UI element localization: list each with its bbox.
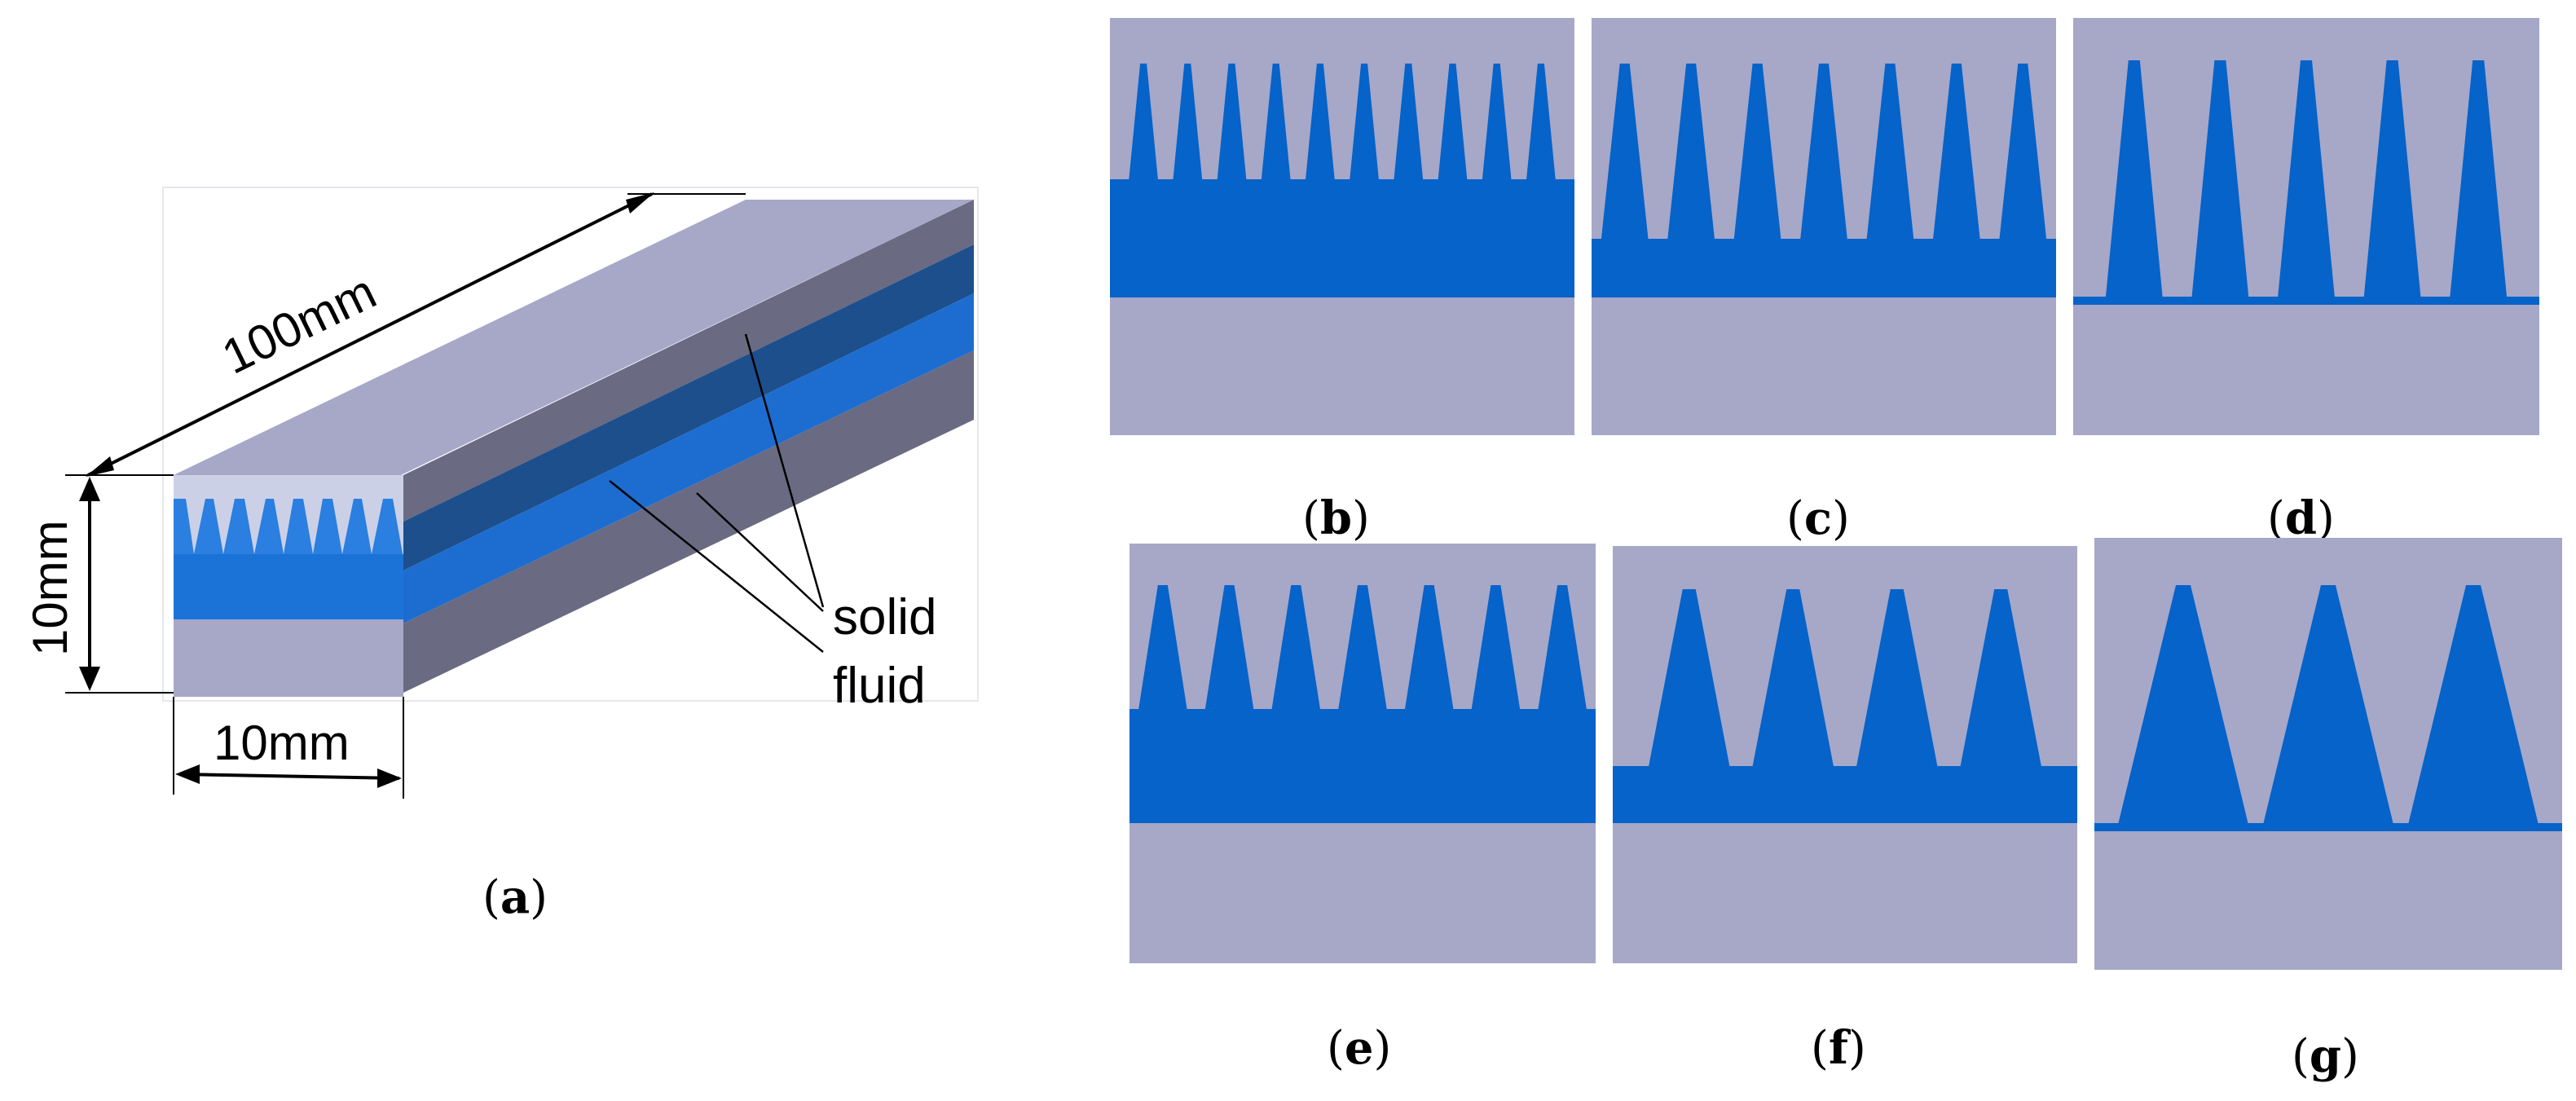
dim-length-arrow-end <box>626 192 654 214</box>
panel-f-fin <box>1960 589 2042 768</box>
panel-e-fluid <box>1129 709 1596 823</box>
dim-width-line <box>178 773 400 780</box>
panel-d-fin <box>2191 60 2249 298</box>
dim-length-arrow-start <box>86 456 114 477</box>
front-face-solid-bottom <box>174 619 403 697</box>
panel-f-fin <box>1856 589 1938 768</box>
panel-g-fluid <box>2094 823 2562 831</box>
dim-length-line <box>87 192 653 477</box>
panel-d-fin <box>2363 60 2421 298</box>
panel-e-fin <box>1271 585 1321 711</box>
panel-d-caption: (d) <box>2267 491 2335 545</box>
panel-g-teeth <box>2118 585 2539 825</box>
dim-width-arrow-left <box>175 764 200 784</box>
panel-b-fin <box>1350 64 1380 181</box>
panel-c-fluid <box>1592 239 2056 297</box>
dim-height-arrow-bottom <box>79 667 100 691</box>
side-lower-solid <box>403 350 974 693</box>
panel-b-fin <box>1217 64 1247 181</box>
panel-f-fin <box>1648 589 1730 768</box>
panel-b-caption: (b) <box>1302 491 1370 545</box>
panel-d-fin <box>2105 60 2163 298</box>
leader-fluid <box>609 480 824 653</box>
panel-e-fin <box>1404 585 1454 711</box>
side-upper-solid <box>403 200 974 522</box>
panel-f-fluid <box>1613 766 2077 823</box>
label-solid: solid <box>833 589 937 645</box>
dim-width-arrow-right <box>377 768 402 788</box>
panel-c-fin <box>1667 64 1715 240</box>
panel-g: (g) <box>2094 538 2562 1083</box>
panel-e-fin <box>1138 585 1187 711</box>
panel-c-fin <box>1866 64 1914 240</box>
panel-c-fin <box>1601 64 1649 240</box>
panel-g-fin <box>2263 585 2393 825</box>
panel-c-fin <box>1800 64 1847 240</box>
dim-height-label: 10mm <box>23 520 77 656</box>
panel-d-fluid <box>2073 297 2539 305</box>
panel-b-fluid <box>1110 179 1574 297</box>
panel-b-fin <box>1305 64 1335 181</box>
panel-d-fin <box>2450 60 2508 298</box>
panel-c-fin <box>1733 64 1781 240</box>
caption-a: (a) <box>482 870 548 924</box>
panel-c-teeth <box>1601 64 2047 240</box>
panel-c-fin <box>1932 64 1980 240</box>
panel-e-fin <box>1538 585 1587 711</box>
panel-g-fin <box>2118 585 2248 825</box>
panel-e-fin <box>1204 585 1254 711</box>
dim-width-label: 10mm <box>214 716 350 770</box>
panel-f-caption: (f) <box>1811 1021 1866 1075</box>
side-fluid <box>403 293 974 623</box>
panel-f-fin <box>1752 589 1834 768</box>
side-fluid-dark <box>403 244 974 570</box>
panel-b-fin <box>1394 64 1424 181</box>
panel-e: (e) <box>1129 544 1596 1075</box>
panel-g-caption: (g) <box>2292 1029 2359 1083</box>
panel-e-fin <box>1338 585 1387 711</box>
panel-d-fin <box>2278 60 2335 298</box>
panel-b-fin <box>1482 64 1512 181</box>
caption-a-close: ) <box>530 871 548 924</box>
panel-b: (b) <box>1110 18 1574 545</box>
panel-g-fin <box>2408 585 2539 825</box>
dim-height-arrow-top <box>79 477 100 501</box>
panel-f-teeth <box>1648 589 2042 768</box>
panel-e-fin <box>1471 585 1521 711</box>
panel-e-teeth <box>1138 585 1587 711</box>
isometric-channel: 100mm 10mm 10mm solid fluid (a) <box>23 187 979 924</box>
caption-a-letter: a <box>500 870 530 924</box>
panel-d: (d) <box>2073 18 2539 545</box>
panel-c-fin <box>1999 64 2047 240</box>
panel-b-fin <box>1261 64 1291 181</box>
panel-b-fin <box>1173 64 1203 181</box>
label-fluid: fluid <box>833 658 926 714</box>
panel-b-teeth <box>1129 64 1556 181</box>
panel-d-teeth <box>2105 60 2508 298</box>
front-face-fluid <box>174 554 403 619</box>
panel-c-caption: (c) <box>1786 491 1850 545</box>
top-face <box>174 200 974 475</box>
leader-solid-side <box>696 492 824 612</box>
panel-c: (c) <box>1592 18 2056 545</box>
panel-f: (f) <box>1613 546 2077 1075</box>
leader-solid-top <box>744 333 825 608</box>
panel-b-fin <box>1129 64 1159 181</box>
panel-e-caption: (e) <box>1327 1021 1391 1075</box>
panel-b-fin <box>1438 64 1468 181</box>
caption-a-open: ( <box>482 871 500 924</box>
panel-b-fin <box>1526 64 1556 181</box>
